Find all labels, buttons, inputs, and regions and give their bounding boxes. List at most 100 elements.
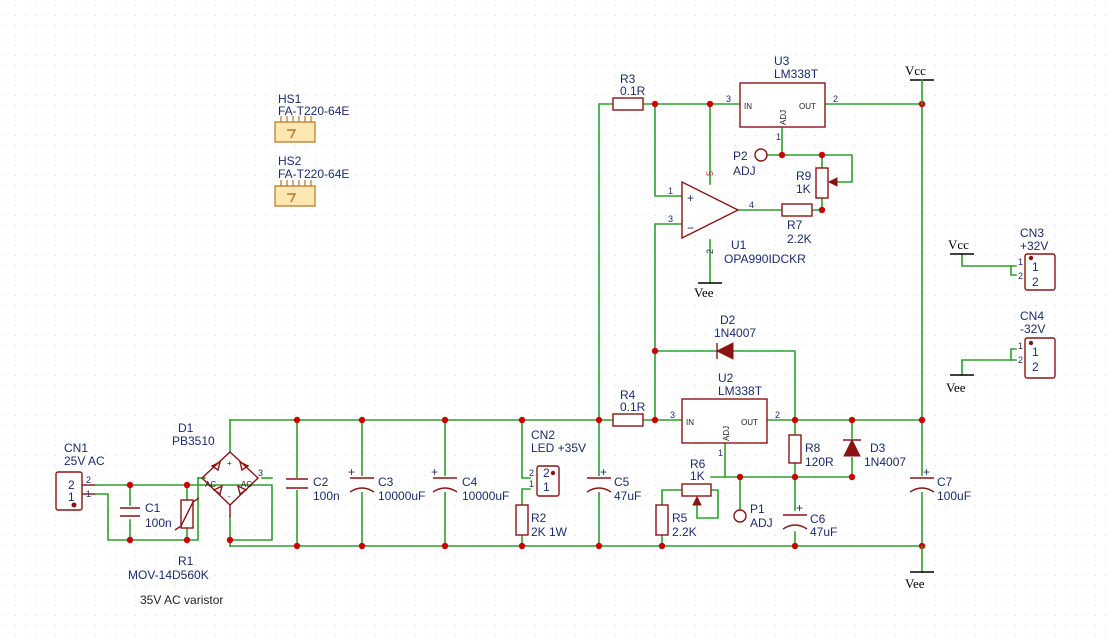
u1-pin-3: 3 — [668, 214, 673, 224]
cn2-pin-1: 1 — [529, 479, 534, 489]
heatsink-hs2[interactable]: HS2 FA-T220-64E — [274, 154, 349, 207]
u3-pin-1: 1 — [776, 132, 781, 142]
varistor-r1[interactable]: R1 MOV-14D560K — [128, 497, 209, 582]
capacitor-c7[interactable]: + C7 100uF — [909, 465, 971, 503]
c7-polarity: + — [923, 465, 930, 479]
capacitor-c2[interactable]: C2 100n — [285, 475, 340, 503]
r4-value: 0.1R — [620, 400, 646, 414]
regulator-u3[interactable]: IN OUT ADJ 3 2 1 U3 LM338T — [726, 54, 838, 142]
junction-dot — [791, 473, 799, 481]
cn1-pin-1: 1 — [86, 489, 91, 499]
heatsink-hs1[interactable]: HS1 FA-T220-64E — [274, 92, 349, 143]
u2-ref: U2 — [718, 371, 734, 385]
power-vee-cn4: Vee — [946, 374, 974, 395]
junction-dot — [595, 416, 603, 424]
connector-cn2[interactable]: CN2 LED +35V 2 1 2 1 — [529, 428, 586, 497]
cn3-ref: CN3 — [1020, 226, 1044, 240]
junction-dot — [791, 416, 799, 424]
wire-opamp-minus — [654, 223, 683, 421]
junction-dot — [441, 416, 449, 424]
diode-d3[interactable]: D3 1N4007 — [843, 438, 906, 469]
regulator-u2[interactable]: IN OUT ADJ 3 2 1 U2 LM338T — [670, 371, 780, 458]
capacitor-c4[interactable]: + C4 10000uF — [431, 465, 509, 503]
wire-d2 — [654, 350, 796, 421]
vcc-label-cn3: Vcc — [948, 237, 969, 252]
resistor-r7[interactable]: R7 2.2K — [781, 203, 813, 246]
u1-pin-4: 4 — [749, 200, 754, 210]
p2-ref: P2 — [733, 149, 748, 163]
junction-dot — [658, 542, 666, 550]
wire-cn1-2 — [94, 484, 273, 541]
r5-ref: R5 — [672, 511, 688, 525]
diode-d2[interactable]: D2 1N4007 — [714, 313, 756, 360]
wire-cn3-2 — [1010, 265, 1017, 276]
p2-value: ADJ — [733, 164, 756, 178]
c2-value: 100n — [313, 489, 340, 503]
cn2-value: LED +35V — [531, 441, 586, 455]
capacitor-c3[interactable]: + C3 10000uF — [348, 465, 425, 503]
resistor-r3[interactable]: R3 0.1R — [612, 72, 646, 111]
c5-ref: C5 — [614, 475, 630, 489]
u2-out-label: OUT — [741, 418, 758, 427]
cn2-pin-2: 2 — [529, 468, 534, 478]
power-vee-main: Vee — [905, 545, 934, 591]
potentiometer-r6[interactable]: R6 1K — [681, 457, 712, 506]
cn4-inner-1: 1 — [1032, 345, 1039, 359]
capacitor-c6[interactable]: + C6 47uF — [782, 501, 837, 539]
hs2-ref: HS2 — [278, 154, 302, 168]
u3-out-label: OUT — [799, 102, 816, 111]
d1-pin-minus: - — [228, 492, 231, 501]
background-grid — [5, 5, 1106, 636]
resistor-r5[interactable]: R5 2.2K — [655, 504, 697, 539]
cn1-ref: CN1 — [64, 441, 88, 455]
vee-label-main: Vee — [905, 576, 925, 591]
cn1-value: 25V AC — [64, 454, 105, 468]
junction-dot — [651, 347, 659, 355]
resistor-r4[interactable]: R4 0.1R — [612, 388, 646, 427]
wire-cn3-1 — [961, 253, 1017, 267]
resistor-r8[interactable]: R8 120R — [788, 434, 834, 469]
testpoint-p1[interactable]: P1 ADJ — [733, 502, 773, 530]
cn1-inner-1: 1 — [68, 490, 75, 504]
c2-ref: C2 — [313, 475, 329, 489]
connector-cn3[interactable]: CN3 +32V 1 2 1 2 — [1018, 226, 1056, 291]
r1-value: MOV-14D560K — [128, 568, 209, 582]
capacitor-c5[interactable]: + C5 47uF — [586, 465, 641, 503]
testpoint-p2[interactable]: P2 ADJ — [733, 148, 768, 178]
wire-adj-r9 — [767, 154, 853, 183]
capacitor-c1[interactable]: C1 100n — [120, 501, 172, 530]
junction-dot — [126, 536, 134, 544]
r6-value: 1K — [690, 469, 705, 483]
r7-ref: R7 — [787, 218, 803, 232]
r5-value: 2.2K — [672, 525, 697, 539]
bridge-rectifier-d1[interactable]: D1 PB3510 AC AC + - 3 — [172, 421, 263, 517]
connector-cn4[interactable]: CN4 -32V 1 2 1 2 — [1018, 309, 1056, 379]
junction-dot — [736, 473, 744, 481]
wire-cn2-2 — [521, 419, 531, 479]
u1-ref: U1 — [731, 238, 747, 252]
c3-polarity: + — [348, 465, 355, 479]
resistor-r2[interactable]: R2 2K 1W — [515, 504, 568, 539]
cn4-value: -32V — [1020, 322, 1045, 336]
junction-dot — [595, 542, 603, 550]
u2-pin-3: 3 — [670, 410, 675, 420]
u2-pin-1: 1 — [718, 448, 723, 458]
u3-pin-2: 2 — [833, 94, 838, 104]
r8-ref: R8 — [805, 441, 821, 455]
vcc-label-main: Vcc — [905, 63, 926, 78]
power-vcc-cn3: Vcc — [948, 237, 974, 255]
c1-ref: C1 — [145, 501, 161, 515]
u2-pin-2: 2 — [775, 410, 780, 420]
junction-dot — [848, 416, 856, 424]
u2-in-label: IN — [686, 418, 694, 427]
r9-ref: R9 — [796, 169, 812, 183]
hs1-ref: HS1 — [278, 92, 302, 106]
c5-value: 47uF — [614, 489, 641, 503]
potentiometer-r9[interactable]: R9 1K — [796, 167, 838, 199]
opamp-u1[interactable]: + − 1 3 4 5 2 U1 OPA990IDCKR — [668, 171, 806, 266]
connector-cn1[interactable]: CN1 25V AC 2 1 2 1 — [55, 441, 105, 511]
junction-dot — [126, 481, 134, 489]
junction-dot — [818, 151, 826, 159]
wire-cn2-1 — [521, 488, 531, 506]
